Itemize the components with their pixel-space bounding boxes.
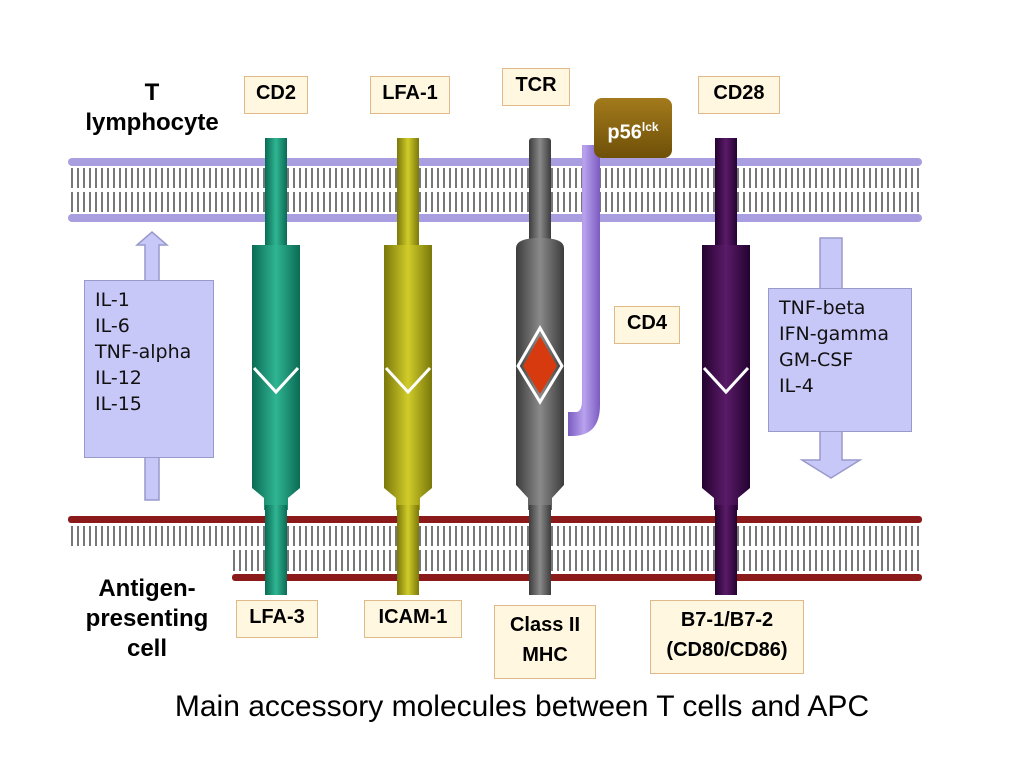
t-lymphocyte-label: T lymphocyte bbox=[62, 78, 242, 138]
apc-cytokine: IL-6 bbox=[95, 315, 130, 337]
lfa1-label: LFA-1 bbox=[370, 76, 450, 114]
apc-membrane bbox=[68, 516, 922, 581]
t-cell-membrane bbox=[68, 158, 922, 222]
tcr-mhc-molecule bbox=[516, 138, 564, 595]
b7-label: B7-1/B7-2 (CD80/CD86) bbox=[650, 600, 804, 674]
p56-superscript: lck bbox=[641, 120, 659, 134]
apc-cytokine: IL-15 bbox=[95, 393, 142, 415]
class-ii-mhc-label: Class II MHC bbox=[494, 605, 596, 679]
icam1-label: ICAM-1 bbox=[364, 600, 462, 638]
class-ii-mhc-line1: Class II bbox=[509, 614, 581, 636]
cd4-molecule bbox=[568, 145, 600, 436]
tcr-label: TCR bbox=[502, 68, 570, 106]
apc-label-line1: Antigen- bbox=[98, 575, 196, 602]
p56lck-kinase: p56lck bbox=[594, 98, 672, 158]
t-cell-cytokines-box: TNF-beta IFN-gamma GM-CSF IL-4 bbox=[768, 288, 912, 432]
t-cell-cytokine: IFN-gamma bbox=[779, 323, 889, 345]
class-ii-mhc-line2: MHC bbox=[522, 644, 568, 666]
lfa1-icam1-molecule bbox=[384, 138, 432, 595]
apc-label-line2: presenting bbox=[85, 605, 209, 632]
apc-cytokine: IL-1 bbox=[95, 289, 130, 311]
apc-cytokine: TNF-alpha bbox=[95, 341, 192, 363]
apc-cytokine: IL-12 bbox=[95, 367, 142, 389]
t-lymphocyte-label-line1: T bbox=[144, 79, 160, 106]
t-cell-cytokine: TNF-beta bbox=[779, 297, 866, 319]
t-cell-cytokine: IL-4 bbox=[779, 375, 814, 397]
lfa3-label: LFA-3 bbox=[236, 600, 318, 638]
figure-caption: Main accessory molecules between T cells… bbox=[174, 690, 870, 723]
p56-base: p56 bbox=[607, 121, 642, 144]
cd28-b7-molecule bbox=[702, 138, 750, 595]
apc-label-line3: cell bbox=[126, 635, 168, 662]
t-cell-cytokine: GM-CSF bbox=[779, 349, 854, 371]
cd2-lfa3-molecule bbox=[252, 138, 300, 595]
cd2-label: CD2 bbox=[244, 76, 308, 114]
apc-cytokines-box: IL-1 IL-6 TNF-alpha IL-12 IL-15 bbox=[84, 280, 214, 458]
mhc-peptide-diamond bbox=[523, 336, 557, 394]
apc-label: Antigen- presenting cell bbox=[64, 574, 230, 664]
b7-line2: (CD80/CD86) bbox=[666, 639, 788, 661]
cd28-label: CD28 bbox=[698, 76, 780, 114]
cd4-label: CD4 bbox=[614, 306, 680, 344]
b7-line1: B7-1/B7-2 bbox=[680, 609, 774, 631]
t-lymphocyte-label-line2: lymphocyte bbox=[85, 109, 219, 136]
